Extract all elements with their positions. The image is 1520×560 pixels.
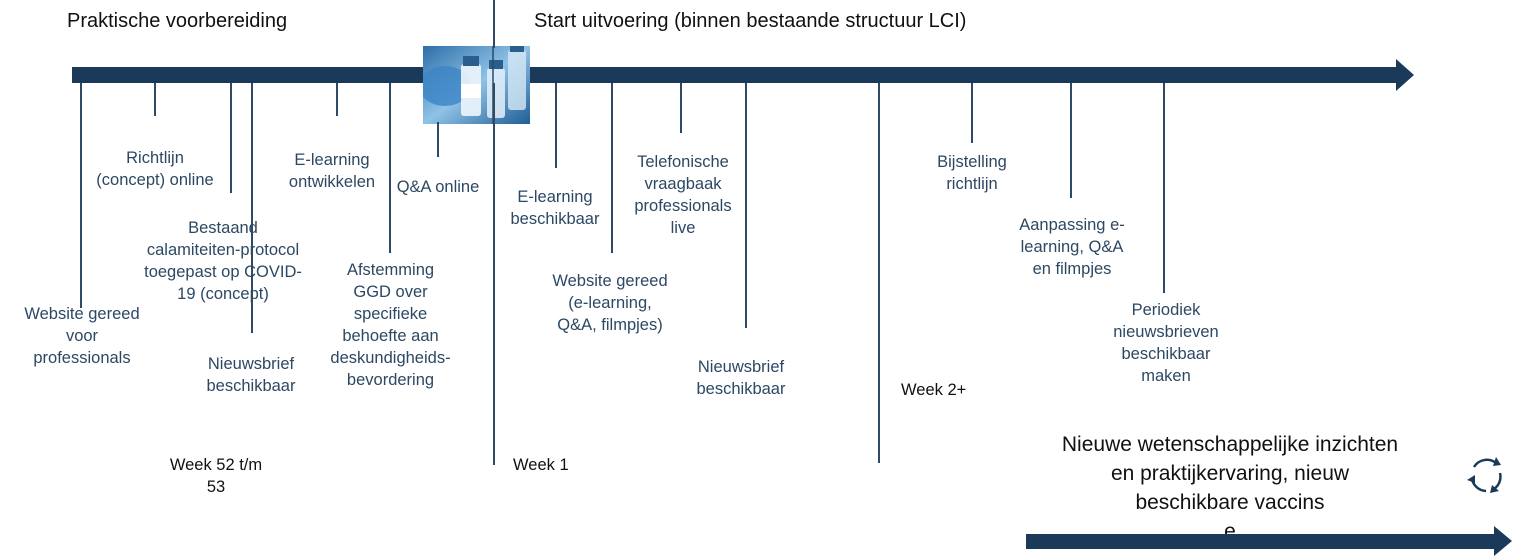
connector-line — [389, 83, 391, 253]
week1-divider-top — [493, 0, 495, 48]
milestone-periodiek-nieuwsbrieven-label: Periodiek nieuwsbrieven beschikbaar make… — [1113, 301, 1219, 385]
milestone-nieuwsbrief-label: Nieuwsbrief beschikbaar — [206, 355, 296, 395]
milestone-nieuwsbrief-2-label: Nieuwsbrief beschikbaar — [696, 358, 786, 398]
refresh-cycle-icon — [1466, 453, 1506, 497]
milestone-calamiteiten-protocol-label: Bestaand calamiteiten-protocol toegepast… — [144, 219, 302, 303]
milestone-aanpassing-elearning-label: Aanpassing e- learning, Q&A en filmpjes — [1019, 216, 1125, 278]
connector-line — [437, 122, 439, 157]
connector-line — [971, 83, 973, 143]
milestone-elearning-ontwikkelen-label: E-learning ontwikkelen — [288, 151, 376, 191]
ongoing-arrow-shaft — [1026, 534, 1496, 549]
milestone-elearning-beschikbaar-label: E-learning beschikbaar — [510, 188, 600, 228]
connector-line — [611, 83, 613, 253]
milestone-telefonische-vraagbaak-label: Telefonische vraagbaak professionals liv… — [634, 153, 732, 237]
connector-line — [251, 83, 253, 333]
timeline-arrow-head — [1396, 59, 1414, 91]
connector-line — [555, 83, 557, 168]
week-52-label: Week 52 t/m 53 — [169, 456, 263, 496]
vaccine-vials-photo — [423, 46, 530, 124]
week-2-label: Week 2+ — [901, 381, 967, 399]
week1-divider — [493, 83, 495, 465]
continuous-updates-text: Nieuwe wetenschappelijke inzichten en pr… — [1061, 433, 1399, 543]
milestone-richtlijn-label: Richtlijn (concept) online — [96, 149, 214, 189]
phase-preparation-title: Praktische voorbereiding — [67, 10, 288, 32]
milestone-bijstelling-richtlijn-label: Bijstelling richtlijn — [937, 153, 1007, 193]
connector-line — [230, 83, 232, 193]
milestone-afstemming-ggd-label: Afstemming GGD over specifieke behoefte … — [330, 261, 451, 389]
connector-line — [154, 83, 156, 116]
milestone-website-gereed-2-label: Website gereed (e-learning, Q&A, filmpje… — [552, 272, 668, 334]
phase-execution-title: Start uitvoering (binnen bestaande struc… — [534, 10, 967, 32]
connector-line — [1070, 83, 1072, 198]
week-1-label: Week 1 — [513, 456, 569, 474]
week2-divider — [878, 83, 880, 463]
connector-line — [745, 83, 747, 328]
timeline-arrow-shaft — [72, 67, 1398, 83]
connector-line — [680, 83, 682, 133]
milestone-website-gereed-label: Website gereed voor professionals — [24, 305, 140, 367]
connector-line — [336, 83, 338, 116]
ongoing-arrow-head — [1494, 526, 1512, 556]
connector-line — [1163, 83, 1165, 293]
milestone-qa-online-label: Q&A online — [396, 178, 480, 196]
connector-line — [80, 83, 82, 308]
